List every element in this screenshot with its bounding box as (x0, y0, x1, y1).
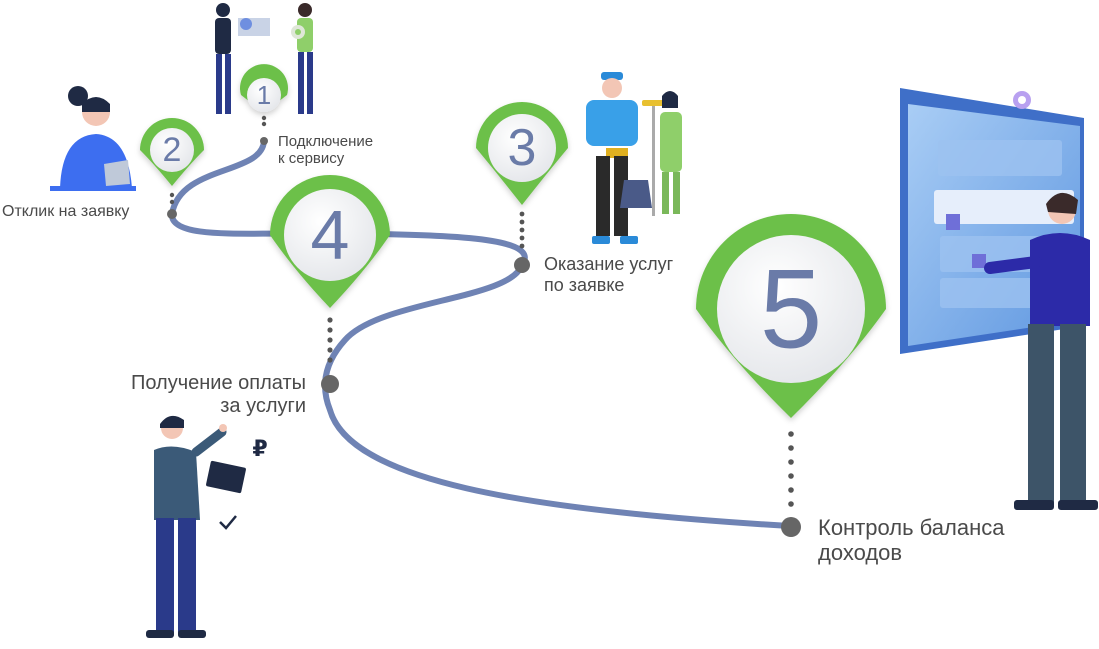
node-5 (781, 517, 801, 537)
pin-5 (696, 214, 886, 418)
step-4-label-line-1: Получение оплаты (130, 372, 306, 394)
pin-number-1: 1 (257, 80, 271, 110)
dotted-connectors (169, 115, 794, 507)
woman-laptop-illustration (50, 86, 136, 191)
step-5-label-line-1: Контроль баланса (818, 515, 1005, 540)
pin-number-2: 2 (163, 131, 182, 169)
pin-number-5: 5 (760, 247, 822, 372)
workers-illustration (586, 72, 682, 244)
pin-1 (240, 64, 288, 112)
step-1-label-line-1: Подключение (278, 133, 374, 150)
step-4-label-line-2: за услуги (220, 395, 306, 417)
people-exchange-illustration (215, 3, 313, 114)
pin-4 (270, 175, 390, 308)
man-tablet-illustration: ₽ (146, 415, 268, 638)
node-1 (260, 137, 268, 145)
step-3-label: Оказание услуг по заявке (544, 254, 673, 295)
step-2-label: Отклик на заявку (2, 203, 129, 221)
pin-3 (476, 102, 568, 205)
step-1-label-line-2: к сервису (278, 150, 345, 168)
man-screen-illustration (900, 88, 1098, 510)
pin-number-3: 3 (508, 119, 537, 177)
ruble-icon: ₽ (252, 437, 267, 462)
node-4 (321, 375, 339, 393)
pin-2 (140, 118, 204, 186)
step-5-label-line-2: доходов (818, 540, 903, 566)
pin-number-4: 4 (311, 196, 350, 274)
step-3-label-line-2: по заявке (544, 274, 625, 295)
step-4-label: Получение оплаты за услуги (90, 372, 306, 418)
node-3 (514, 257, 530, 273)
step-1-label: Подключение к сервису (278, 133, 373, 168)
step-2-label-line-1: Отклик на заявку (2, 203, 130, 220)
node-2 (167, 209, 177, 219)
step-3-label-line-1: Оказание услуг (544, 254, 674, 274)
step-5-label: Контроль баланса доходов (818, 515, 1004, 566)
roadmap-path (169, 138, 793, 529)
